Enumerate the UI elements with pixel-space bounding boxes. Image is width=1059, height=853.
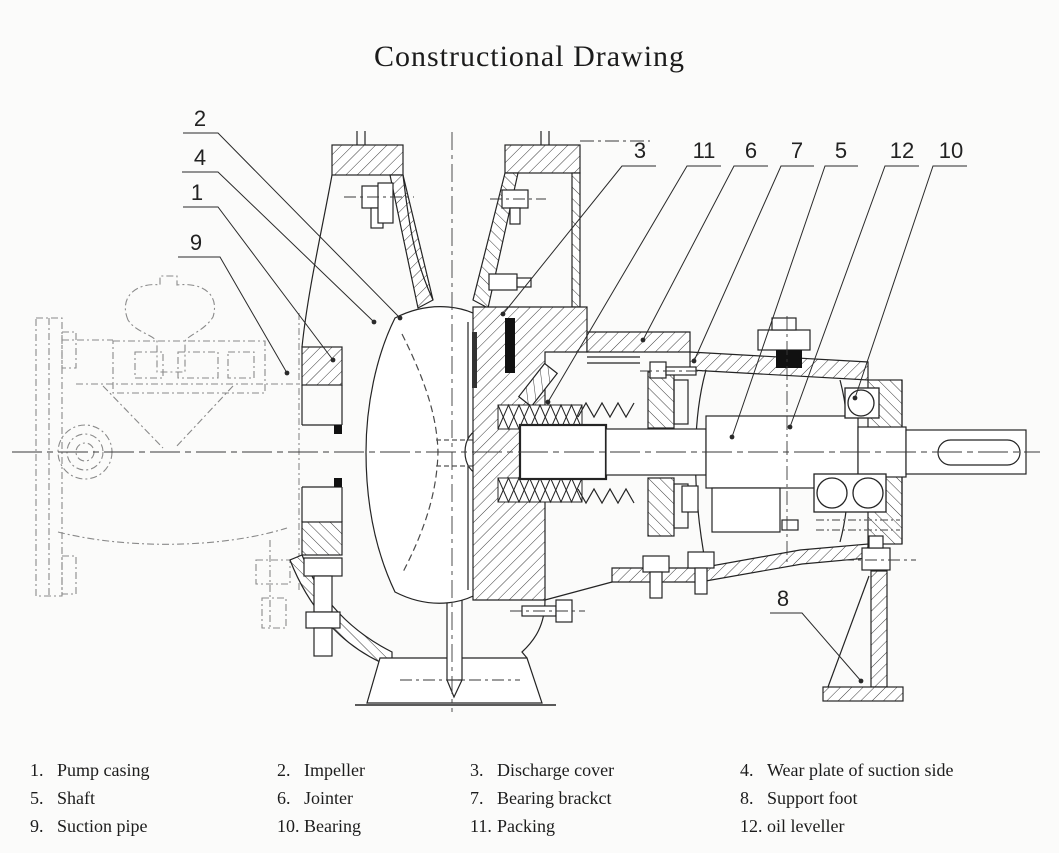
casing-wear-ring xyxy=(505,318,515,373)
callout-5: 5 xyxy=(729,138,858,440)
centerlines xyxy=(12,132,1040,712)
priming-valve-phantom xyxy=(124,275,215,373)
flange-bolt-left xyxy=(361,182,394,229)
bearings xyxy=(813,387,887,513)
discharge-flange-left xyxy=(331,144,404,176)
callout-10: 10 xyxy=(852,138,967,401)
oil-leveller xyxy=(757,317,900,531)
jointer xyxy=(647,371,699,537)
callout-label-5: 5 xyxy=(835,138,847,163)
callout-label-7: 7 xyxy=(791,138,803,163)
support-foot xyxy=(822,535,904,702)
callout-11: 11 xyxy=(545,138,721,405)
callout-label-6: 6 xyxy=(745,138,757,163)
bearing-ball-bottom-2 xyxy=(852,477,884,509)
callout-label-2: 2 xyxy=(194,106,206,131)
callout-12: 12 xyxy=(787,138,919,430)
callout-label-8: 8 xyxy=(777,586,789,611)
gland-bolt xyxy=(517,362,559,408)
callout-6: 6 xyxy=(640,138,768,343)
callout-7: 7 xyxy=(691,138,814,364)
callout-1: 1 xyxy=(183,180,336,363)
gland-spring-top xyxy=(577,401,635,419)
suction-flange-bottom xyxy=(301,521,343,556)
jointer-bolts xyxy=(642,551,715,599)
cover-flange-band xyxy=(586,331,691,353)
callout-label-3: 3 xyxy=(634,138,646,163)
gland-spring-bottom xyxy=(577,487,635,505)
callout-9: 9 xyxy=(178,230,290,376)
cover-bolt xyxy=(488,273,518,291)
bearing-ball-bottom-1 xyxy=(816,477,848,509)
callout-3: 3 xyxy=(500,138,656,317)
casing-right-wall xyxy=(571,172,581,308)
callout-label-9: 9 xyxy=(190,230,202,255)
wear-plate-top xyxy=(334,425,342,434)
callout-label-12: 12 xyxy=(890,138,914,163)
wear-plate-bottom xyxy=(334,478,342,487)
callout-8: 8 xyxy=(770,586,864,684)
discharge-neck-left-wall xyxy=(389,174,434,309)
discharge-flange-right xyxy=(504,144,581,174)
casing-bolts-lower-left xyxy=(303,557,343,657)
callout-label-11: 11 xyxy=(693,138,716,163)
callout-label-4: 4 xyxy=(194,145,206,170)
callout-label-1: 1 xyxy=(191,180,203,205)
page-title: Constructional Drawing xyxy=(373,40,686,73)
pump-casing xyxy=(289,131,581,706)
foot-bolt xyxy=(861,547,891,571)
bearing-spacer xyxy=(711,487,781,533)
shaft xyxy=(518,401,1027,533)
oil-leveller-plug xyxy=(776,350,802,368)
bearing-ball-top xyxy=(847,389,875,417)
callout-4: 4 xyxy=(182,145,377,325)
shaft-keyway xyxy=(937,439,1021,466)
callout-2: 2 xyxy=(183,106,403,321)
suction-flange-top xyxy=(301,346,343,386)
callout-label-10: 10 xyxy=(939,138,963,163)
